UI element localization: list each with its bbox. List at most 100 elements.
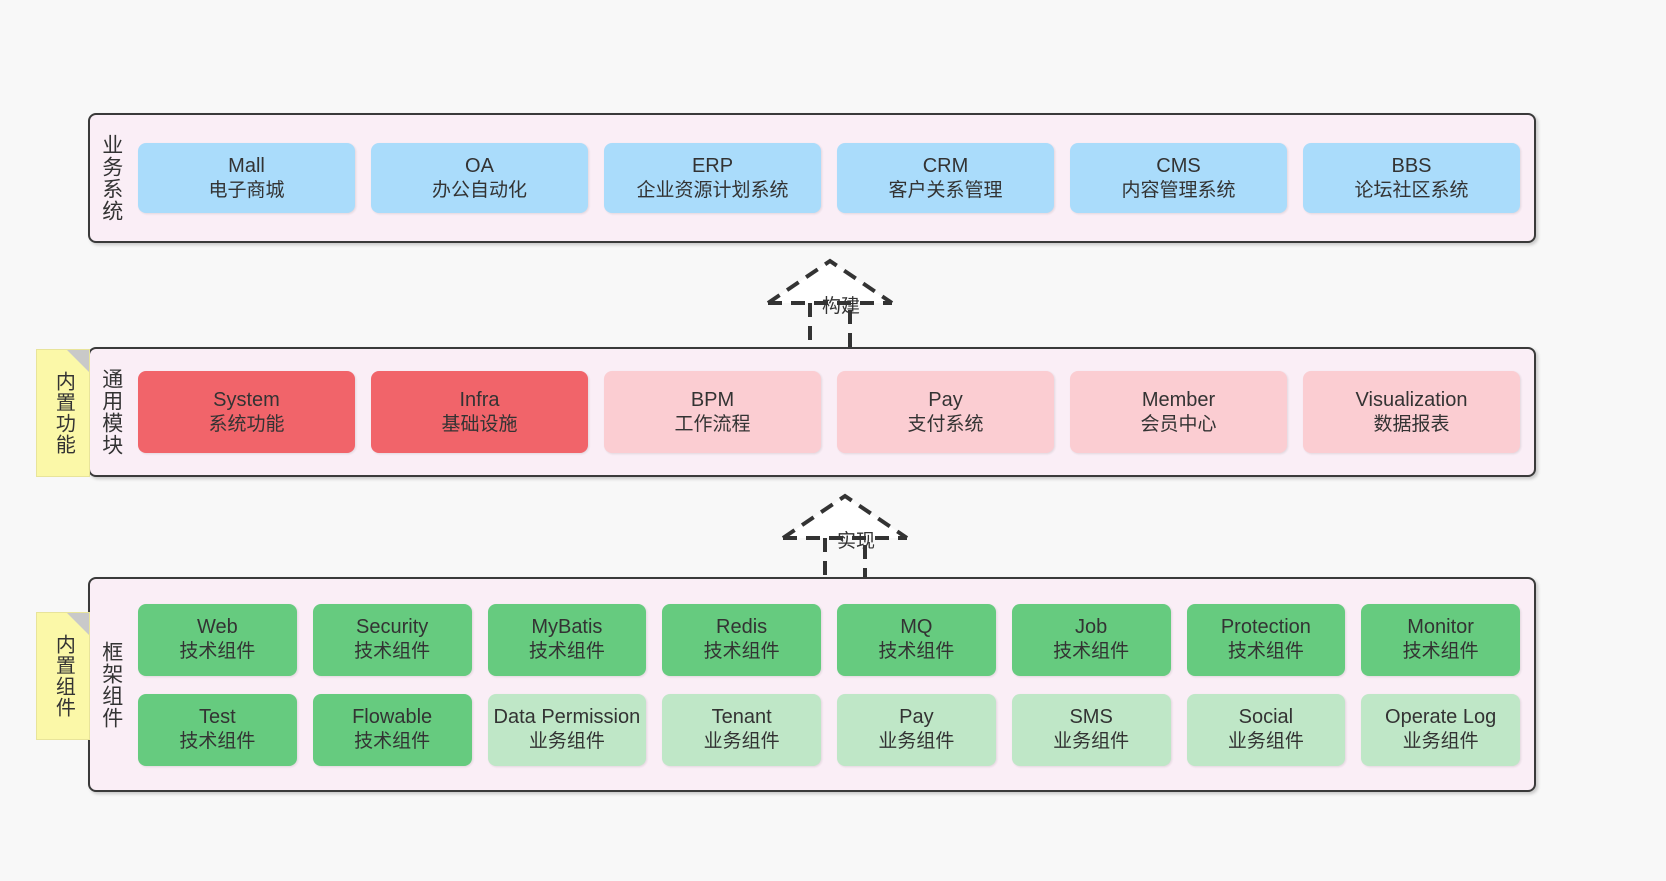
card-bpm[interactable]: BPM 工作流程 (604, 371, 821, 453)
connector-implement: 实现 (775, 490, 935, 590)
card-system-subtitle: 系统功能 (208, 413, 285, 435)
card-infra-title: Infra (459, 388, 500, 411)
card-protection-subtitle: 技术组件 (1227, 641, 1304, 663)
card-job-title: Job (1075, 616, 1108, 639)
framework-row-business: Test 技术组件 Flowable 技术组件 Data Permission … (138, 693, 1520, 766)
card-tenant-subtitle: 业务组件 (703, 731, 780, 753)
card-social-subtitle: 业务组件 (1227, 731, 1304, 753)
card-pay-module-title: Pay (928, 388, 963, 411)
card-visualization[interactable]: Visualization 数据报表 (1303, 371, 1520, 453)
card-flowable-subtitle: 技术组件 (354, 731, 431, 753)
card-mall-subtitle: 电子商城 (208, 179, 285, 201)
card-sms[interactable]: SMS 业务组件 (1011, 693, 1171, 766)
card-bbs-title: BBS (1391, 154, 1432, 177)
card-pay-component[interactable]: Pay 业务组件 (837, 693, 996, 766)
card-pay-component-title: Pay (899, 706, 934, 729)
card-member[interactable]: Member 会员中心 (1070, 371, 1287, 453)
card-operate-log-title: Operate Log (1385, 706, 1497, 729)
card-crm[interactable]: CRM 客户关系管理 (837, 143, 1054, 213)
card-oa[interactable]: OA 办公自动化 (371, 143, 588, 213)
card-social[interactable]: Social 业务组件 (1186, 693, 1346, 766)
card-job-subtitle: 技术组件 (1053, 641, 1130, 663)
card-member-title: Member (1141, 388, 1216, 411)
implement-arrow-icon (781, 493, 909, 588)
layer-common-modules: 通用模块 System 系统功能 Infra 基础设施 BPM 工作流程 Pay… (88, 347, 1536, 477)
card-crm-title: CRM (922, 154, 969, 177)
card-protection[interactable]: Protection 技术组件 (1186, 603, 1346, 676)
card-monitor-subtitle: 技术组件 (1402, 641, 1479, 663)
card-security-subtitle: 技术组件 (354, 641, 431, 663)
card-web-subtitle: 技术组件 (179, 641, 256, 663)
card-mq-title: MQ (900, 616, 933, 639)
card-redis[interactable]: Redis 技术组件 (662, 603, 821, 676)
sticky-note-builtin-components-label: 内置组件 (52, 634, 75, 718)
sticky-note-builtin-features: 内置功能 (36, 349, 90, 477)
card-social-title: Social (1238, 706, 1294, 729)
card-pay-component-subtitle: 业务组件 (878, 731, 955, 753)
card-security-title: Security (356, 616, 429, 639)
card-security[interactable]: Security 技术组件 (312, 603, 472, 676)
layer-body-common-modules: System 系统功能 Infra 基础设施 BPM 工作流程 Pay 支付系统… (132, 349, 1534, 475)
card-tenant-title: Tenant (711, 706, 772, 729)
layer-title-framework-components: 框架组件 (99, 640, 123, 729)
card-flowable-title: Flowable (352, 706, 433, 729)
card-operate-log[interactable]: Operate Log 业务组件 (1361, 693, 1520, 766)
card-mybatis[interactable]: MyBatis 技术组件 (487, 603, 647, 676)
card-bbs[interactable]: BBS 论坛社区系统 (1303, 143, 1520, 213)
card-redis-title: Redis (716, 616, 768, 639)
card-operate-log-subtitle: 业务组件 (1402, 731, 1479, 753)
card-oa-title: OA (465, 154, 494, 177)
card-job[interactable]: Job 技术组件 (1011, 603, 1171, 676)
card-test-subtitle: 技术组件 (179, 731, 256, 753)
card-sms-subtitle: 业务组件 (1053, 731, 1130, 753)
card-visualization-subtitle: 数据报表 (1373, 413, 1450, 435)
card-flowable[interactable]: Flowable 技术组件 (312, 693, 472, 766)
card-protection-title: Protection (1220, 616, 1311, 639)
card-infra-subtitle: 基础设施 (441, 413, 518, 435)
card-member-subtitle: 会员中心 (1140, 413, 1217, 435)
card-mall[interactable]: Mall 电子商城 (138, 143, 355, 213)
card-bpm-title: BPM (690, 388, 735, 411)
card-system[interactable]: System 系统功能 (138, 371, 355, 453)
card-bbs-subtitle: 论坛社区系统 (1354, 179, 1469, 201)
card-erp-title: ERP (691, 154, 734, 177)
connector-implement-label: 实现 (837, 531, 876, 552)
sticky-note-builtin-components: 内置组件 (36, 612, 90, 740)
card-visualization-title: Visualization (1355, 388, 1468, 411)
card-bpm-subtitle: 工作流程 (674, 413, 751, 435)
card-system-title: System (213, 388, 280, 411)
card-tenant[interactable]: Tenant 业务组件 (662, 693, 821, 766)
card-test-title: Test (199, 706, 236, 729)
layer-title-business-system: 业务系统 (99, 134, 123, 222)
layer-framework-components: 框架组件 Web 技术组件 Security 技术组件 MyBatis 技术组件… (88, 577, 1536, 792)
connector-build-label: 构建 (822, 296, 861, 317)
card-monitor[interactable]: Monitor 技术组件 (1361, 603, 1520, 676)
card-test[interactable]: Test 技术组件 (138, 693, 297, 766)
card-crm-subtitle: 客户关系管理 (888, 179, 1003, 201)
card-mall-title: Mall (228, 154, 265, 177)
card-sms-title: SMS (1069, 706, 1113, 729)
card-web[interactable]: Web 技术组件 (138, 603, 297, 676)
connector-build: 构建 (760, 255, 920, 355)
layer-body-framework-components: Web 技术组件 Security 技术组件 MyBatis 技术组件 Redi… (132, 579, 1534, 790)
card-mybatis-subtitle: 技术组件 (528, 641, 605, 663)
card-data-permission-title: Data Permission (493, 706, 641, 729)
framework-row-technical: Web 技术组件 Security 技术组件 MyBatis 技术组件 Redi… (138, 603, 1520, 676)
card-data-permission-subtitle: 业务组件 (528, 731, 605, 753)
card-pay-module-subtitle: 支付系统 (907, 413, 984, 435)
card-pay-module[interactable]: Pay 支付系统 (837, 371, 1054, 453)
layer-body-business-system: Mall 电子商城 OA 办公自动化 ERP 企业资源计划系统 CRM 客户关系… (132, 115, 1534, 241)
sticky-fold-icon (67, 350, 89, 372)
card-mybatis-title: MyBatis (531, 616, 603, 639)
card-cms[interactable]: CMS 内容管理系统 (1070, 143, 1287, 213)
card-data-permission[interactable]: Data Permission 业务组件 (487, 693, 647, 766)
card-erp[interactable]: ERP 企业资源计划系统 (604, 143, 821, 213)
layer-business-system: 业务系统 Mall 电子商城 OA 办公自动化 ERP 企业资源计划系统 CRM… (88, 113, 1536, 243)
card-web-title: Web (196, 616, 238, 639)
card-cms-subtitle: 内容管理系统 (1121, 179, 1236, 201)
card-infra[interactable]: Infra 基础设施 (371, 371, 588, 453)
card-mq[interactable]: MQ 技术组件 (837, 603, 996, 676)
card-erp-subtitle: 企业资源计划系统 (636, 179, 789, 201)
card-cms-title: CMS (1156, 154, 1201, 177)
